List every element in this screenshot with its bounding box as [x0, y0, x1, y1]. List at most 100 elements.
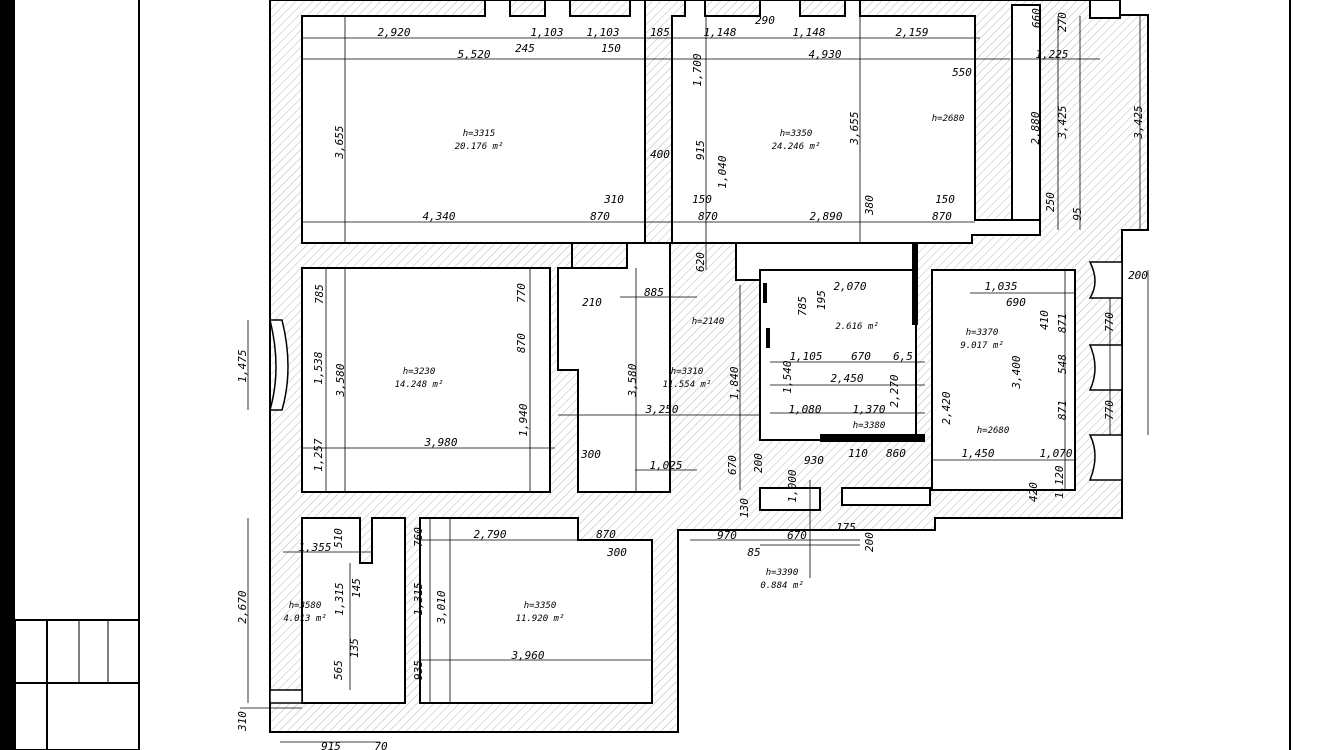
dimension-label: 930 [804, 454, 824, 467]
room-area-label: 2.616 m² [835, 322, 878, 332]
dimension-label: 1,315 [412, 582, 425, 615]
dimension-label: 1,700 [691, 53, 704, 86]
dimension-label: 150 [692, 193, 712, 206]
room-area-label: 11.920 m² [516, 614, 565, 624]
dimension-label: 145 [350, 578, 363, 598]
dimension-label: 2,070 [833, 280, 866, 293]
dimension-label: 1,370 [852, 403, 885, 416]
dimension-label: 185 [650, 26, 670, 39]
dimension-label: 85 [747, 546, 760, 559]
dimension-label: 2,880 [1029, 111, 1042, 144]
dimension-label: 1,000 [786, 469, 799, 502]
dimension-label: 3,400 [1010, 355, 1023, 389]
dimension-label: 3,580 [334, 363, 347, 397]
room-height-label: h=3315 [463, 129, 496, 139]
dimension-label: 1,035 [984, 280, 1017, 293]
windows [269, 261, 1123, 704]
room-height-label: h=3310 [671, 367, 704, 377]
dimension-label: 1,940 [517, 403, 530, 436]
dimension-label: 6,5 [893, 350, 913, 363]
dimension-label: 670 [726, 455, 739, 475]
dimension-label: 5,520 [457, 48, 490, 61]
dimension-label: 150 [935, 193, 955, 206]
dimension-label: 200 [752, 453, 765, 473]
dimension-label: 770 [1103, 312, 1116, 332]
dimension-label: 3,580 [626, 363, 639, 397]
room-area-label: 0.884 m² [760, 581, 803, 591]
dimension-label: 915 [694, 140, 707, 160]
dimension-label: 3,960 [510, 649, 544, 662]
dimension-label: 860 [886, 447, 906, 460]
dimension-label: 510 [332, 528, 345, 548]
dimension-label: 690 [1006, 296, 1026, 309]
dimension-label: 870 [515, 333, 528, 353]
dimension-label: 380 [863, 195, 876, 216]
dimension-label: 770 [1103, 400, 1116, 420]
dimension-label: 3,425 [1056, 105, 1069, 139]
dimension-label: 70 [374, 740, 388, 750]
dimension-label: 1,148 [703, 26, 736, 39]
room-height-label: h=3580 [289, 601, 322, 611]
dimension-label: 1,103 [586, 26, 619, 39]
dimension-label: 1,315 [333, 582, 346, 615]
dimension-label: 1,540 [781, 360, 794, 393]
dimension-label: 550 [952, 66, 972, 79]
dimension-label: 915 [321, 740, 341, 750]
room-height-label: h=3380 [853, 421, 886, 431]
partitions [763, 243, 925, 442]
dimension-label: 770 [515, 283, 528, 303]
dimension-label: 548 [1056, 354, 1069, 374]
dimension-label: 3,980 [423, 436, 457, 449]
dimension-label: 1,355 [298, 541, 331, 554]
dimension-label: 3,425 [1132, 105, 1145, 139]
dimension-label: 135 [348, 638, 361, 658]
height-label: h=2680 [977, 426, 1010, 436]
dimension-label: 670 [851, 350, 871, 363]
dimension-label: 1,538 [312, 351, 325, 384]
height-label: h=2140 [692, 317, 725, 327]
dimension-label: 3,250 [644, 403, 678, 416]
dimension-label: 290 [755, 14, 775, 27]
dimension-label: 2,670 [236, 590, 249, 623]
dimension-label: 110 [848, 447, 868, 460]
room-height-label: h=3350 [524, 601, 557, 611]
room-voids [301, 0, 1121, 704]
dimension-label: 4,930 [808, 48, 841, 61]
dimension-label: 1,840 [728, 366, 741, 399]
room-height-label: h=3230 [403, 367, 436, 377]
dimension-label: 1,120 [1053, 465, 1066, 498]
dimension-label: 565 [332, 660, 345, 680]
dimension-label: 270 [1056, 12, 1069, 32]
dimension-label: 175 [836, 521, 856, 534]
dimension-label: 870 [596, 528, 616, 541]
dimension-label: 1,450 [961, 447, 994, 460]
dimension-label: 885 [644, 286, 664, 299]
dimension-label: 785 [313, 284, 326, 304]
dimension-label: 200 [1128, 269, 1148, 282]
dimension-label: 2,920 [377, 26, 410, 39]
room-height-label: h=3350 [780, 129, 813, 139]
dimension-label: 420 [1027, 482, 1040, 502]
dimension-label: 200 [863, 532, 876, 552]
dimension-label: 3,655 [848, 111, 861, 145]
room-area-label: 4.013 m² [283, 614, 326, 624]
height-label: h=2680 [932, 114, 965, 124]
dimension-label: 310 [236, 711, 249, 732]
dimension-label: 870 [932, 210, 952, 223]
dimension-label: 1,103 [530, 26, 563, 39]
dimension-label: 245 [515, 42, 535, 55]
dimension-label: 210 [582, 296, 602, 309]
dimension-label: 310 [603, 193, 624, 206]
dimension-label: 410 [1038, 310, 1051, 330]
dimension-label: 300 [580, 448, 601, 461]
room-area-label: 11.554 m² [663, 380, 712, 390]
dimension-label: 300 [606, 546, 627, 559]
dimension-label: 400 [650, 148, 670, 161]
room-height-label: h=3370 [966, 328, 999, 338]
dimension-label: 871 [1056, 313, 1069, 333]
dimension-label: 3,010 [435, 590, 448, 624]
room-height-label: h=3390 [766, 568, 799, 578]
room-area-label: 9.017 m² [960, 341, 1003, 351]
